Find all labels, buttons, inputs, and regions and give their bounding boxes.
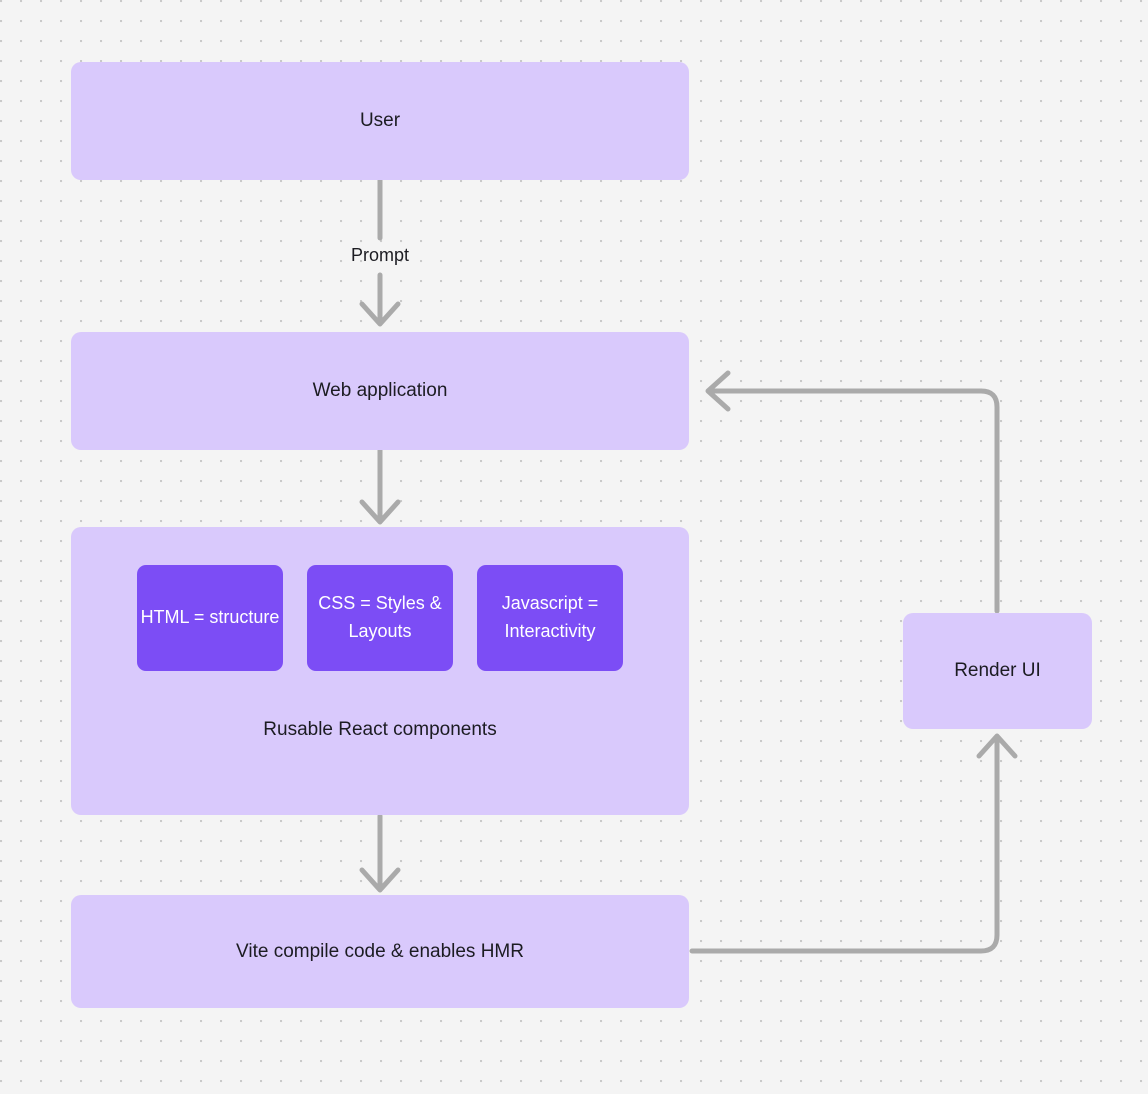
edge-components-to-vite	[359, 813, 401, 893]
arrowhead-down	[359, 867, 401, 893]
edge-web-application-to-components	[359, 447, 401, 525]
node-render-ui-label: Render UI	[954, 660, 1041, 682]
node-components-group-label: Rusable React components	[71, 717, 689, 743]
node-html[interactable]: HTML = structure	[137, 565, 283, 671]
node-css[interactable]: CSS = Styles & Layouts	[307, 565, 453, 671]
node-vite-label: Vite compile code & enables HMR	[236, 940, 524, 962]
node-javascript[interactable]: Javascript = Interactivity	[477, 565, 623, 671]
edge-segment	[707, 388, 1000, 614]
edge-label-prompt-text: Prompt	[350, 245, 410, 265]
arrowhead-left	[705, 370, 731, 412]
node-web-application-label: Web application	[312, 380, 448, 402]
node-html-label: HTML = structure	[140, 607, 280, 628]
node-components-group[interactable]: HTML = structure CSS = Styles & Layouts …	[71, 527, 689, 815]
arrowhead-up	[976, 733, 1018, 759]
arrowhead-down	[359, 301, 401, 327]
node-web-application[interactable]: Web application	[71, 332, 689, 450]
node-javascript-label: Javascript = Interactivity	[501, 593, 599, 641]
edge-segment	[689, 735, 1000, 954]
node-user-label: User	[359, 110, 401, 132]
node-components-group-label-text: Rusable React components	[263, 719, 497, 740]
arrowhead-down	[359, 499, 401, 525]
edge-vite-to-render-ui	[689, 733, 1018, 954]
node-user[interactable]: User	[71, 62, 689, 180]
node-render-ui[interactable]: Render UI	[903, 613, 1092, 729]
node-css-label: CSS = Styles & Layouts	[318, 593, 442, 641]
node-vite[interactable]: Vite compile code & enables HMR	[71, 895, 689, 1008]
edge-render-ui-to-web-application	[705, 370, 1000, 614]
edge-label-prompt: Prompt	[316, 245, 444, 266]
